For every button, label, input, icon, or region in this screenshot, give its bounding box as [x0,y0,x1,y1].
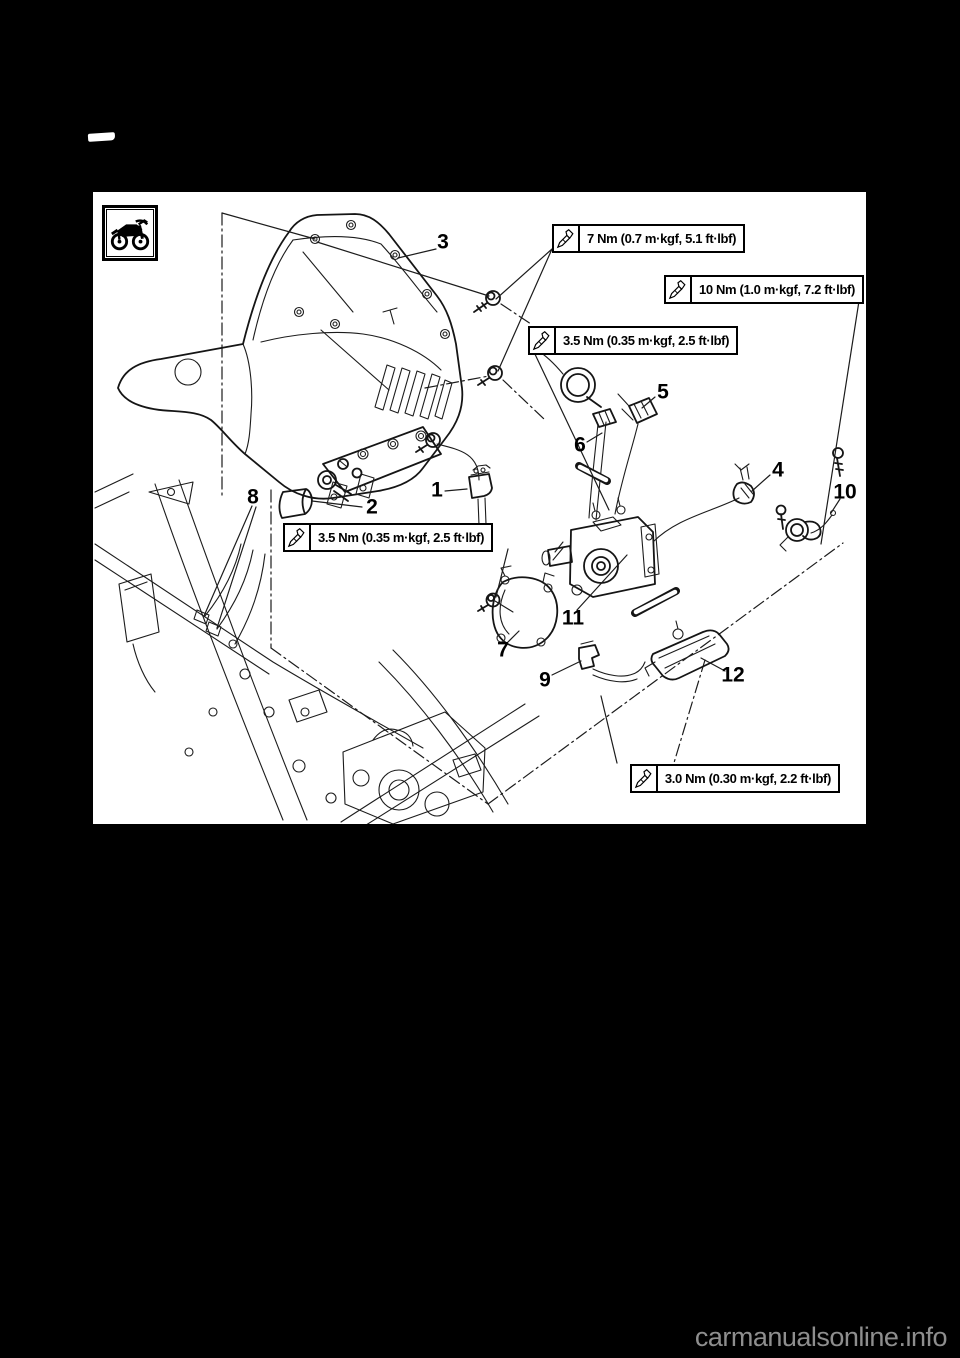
vehicle-icon-frame [106,209,154,257]
frame-engine-drawing [94,473,540,824]
torque-spec-label-3-5nm-b: 3.5 Nm (0.35 m·kgf, 2.5 ft·lbf) [283,523,494,552]
part9-hose-drawing [578,640,646,683]
part-callout-12: 12 [721,663,745,687]
torque-wrench-icon [285,525,311,550]
part-callout-9: 9 [539,668,551,692]
wire-route-line [652,497,740,543]
torque-spec-text: 7 Nm (0.7 m·kgf, 5.1 ft·lbf) [587,231,737,246]
page-corner-mark [87,132,116,142]
leader-3-5nm-a [532,349,610,511]
part-callout-10: 10 [833,480,857,504]
torque-spec-label-10nm: 10 Nm (1.0 m·kgf, 7.2 ft·lbf) [664,275,864,304]
torque-spec-label-3-5nm-a: 3.5 Nm (0.35 m·kgf, 2.5 ft·lbf) [528,326,739,355]
fuel-tank-drawing [117,213,464,509]
gasket-strip-drawing [631,587,680,617]
torque-wrench-icon [554,226,580,251]
torque-spec-label-7nm: 7 Nm (0.7 m·kgf, 5.1 ft·lbf) [552,224,746,253]
part-callout-3: 3 [437,230,449,254]
diagram-panel: 7 Nm (0.7 m·kgf, 5.1 ft·lbf) 10 Nm (1.0 … [93,192,866,824]
leader-3-5nm-b [495,548,509,598]
torque-wrench-icon [530,328,556,353]
vehicle-icon-box [102,205,158,261]
torque-spec-label-3-0nm: 3.0 Nm (0.30 m·kgf, 2.2 ft·lbf) [629,764,840,793]
leader-7nm [495,248,553,372]
part-callout-6: 6 [574,433,586,457]
part12-joint-drawing [644,620,730,681]
watermark-text: carmanualsonline.info [694,1322,948,1352]
part-callout-5: 5 [657,380,669,404]
part-callout-2: 2 [366,495,378,519]
torque-wrench-icon [632,766,658,791]
torque-spec-text: 10 Nm (1.0 m·kgf, 7.2 ft·lbf) [699,282,855,297]
part2-cover-drawing [278,488,313,519]
torque-wrench-icon [666,277,692,302]
bolt7-line [494,600,514,613]
part-callout-4: 4 [772,458,784,482]
flange-bolt-drawings [415,290,844,612]
part-callout-1: 1 [431,478,443,502]
hose-route-line [436,443,480,481]
part10-sensor-drawing [779,509,837,552]
part7-cover-drawing [491,565,559,649]
part8-clamp-drawing [317,458,363,502]
callout-leader-lines [203,212,841,676]
exploded-diagram-art [94,212,860,824]
part-callout-7: 7 [497,638,509,662]
torque-spec-text: 3.5 Nm (0.35 m·kgf, 2.5 ft·lbf) [563,333,730,348]
part-callout-8: 8 [247,485,259,509]
leader-10nm [820,300,860,545]
part11-throttle-body-drawing [541,497,660,598]
dowel-pin-drawing [575,462,611,485]
part5-lead-line [614,423,639,515]
torque-spec-text: 3.5 Nm (0.35 m·kgf, 2.5 ft·lbf) [318,530,485,545]
dirt-bike-icon [110,219,150,251]
torque-spec-text: 3.0 Nm (0.30 m·kgf, 2.2 ft·lbf) [664,771,831,786]
leader-3-0nm [600,695,618,764]
part-callout-11: 11 [561,606,585,630]
part5-connector-drawing [617,393,658,424]
part4-clip-drawing [732,463,755,505]
part1-joint-drawing [468,464,493,528]
